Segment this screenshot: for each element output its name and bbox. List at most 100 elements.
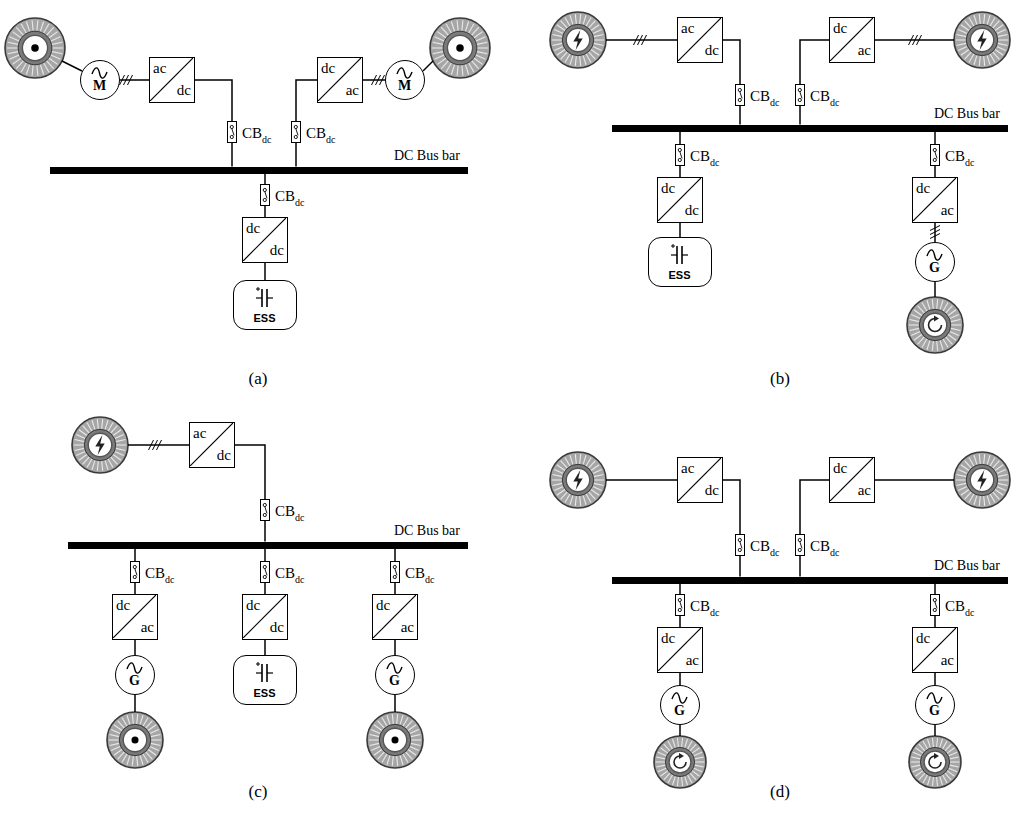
dc-wire — [934, 616, 936, 627]
dc-wire — [679, 673, 681, 685]
breaker-contacts — [261, 562, 269, 582]
breaker-contacts — [131, 562, 139, 582]
dc-wire — [231, 143, 233, 167]
converter-label: dc — [705, 43, 719, 58]
thruster-propeller — [954, 12, 1010, 68]
dc-wire — [235, 445, 265, 499]
converter-label: dc — [321, 61, 335, 76]
converter-label: ac — [193, 426, 206, 441]
dc-wire — [195, 80, 232, 121]
dc-bus-bar: DC Bus bar — [68, 542, 468, 549]
shaft-wire — [423, 61, 433, 71]
panel-label: (b) — [740, 370, 820, 387]
breaker-contacts — [676, 145, 684, 165]
electric-machine: G — [660, 685, 700, 725]
panel-label: (a) — [218, 370, 298, 387]
dc-wire — [264, 583, 266, 594]
breaker-label: CB — [275, 188, 295, 204]
shaft-wire — [679, 725, 681, 736]
dc-wire — [799, 106, 801, 125]
converter-label: dc — [246, 221, 260, 236]
circuit-breaker: CBdc — [260, 561, 270, 583]
converter-label: dc — [217, 448, 231, 463]
three-phase-mark — [909, 35, 922, 45]
circuit-breaker: CBdc — [675, 594, 685, 616]
circuit-breaker: CBdc — [795, 84, 805, 106]
breaker-label: CB — [750, 88, 770, 104]
machine-letter: M — [386, 79, 423, 93]
dc-wire — [934, 584, 936, 595]
dc-bus-bar: DC Bus bar — [612, 577, 1008, 584]
dc-wire — [679, 166, 681, 177]
circuit-breaker: CBdc — [130, 561, 140, 583]
breaker-label-group: CBdc — [242, 124, 271, 142]
breaker-label: CB — [945, 148, 965, 164]
breaker-label: CB — [306, 125, 326, 141]
ess-label: ESS — [234, 313, 295, 324]
breaker-label: CB — [690, 598, 710, 614]
machine-letter: G — [661, 704, 698, 718]
converter-box: dcac — [829, 17, 875, 63]
converter-box: dcac — [912, 177, 958, 223]
dc-wire — [394, 549, 396, 562]
breaker-contacts — [676, 595, 684, 615]
dc-wire — [134, 549, 136, 562]
breaker-label: CB — [810, 88, 830, 104]
dc-wire — [934, 132, 936, 145]
converter-label: ac — [686, 653, 699, 668]
breaker-subscript: dc — [770, 97, 779, 108]
electric-machine: G — [915, 242, 955, 282]
machine-letter: M — [81, 79, 118, 93]
bus-label: DC Bus bar — [394, 149, 460, 163]
shaft-wire — [934, 725, 936, 736]
shaft-wire — [62, 61, 82, 71]
thruster-propeller — [907, 297, 963, 353]
breaker-subscript: dc — [965, 607, 974, 618]
breaker-subscript: dc — [262, 134, 271, 145]
breaker-label: CB — [750, 538, 770, 554]
converter-box: acdc — [189, 422, 235, 468]
breaker-label-group: CBdc — [750, 87, 779, 105]
panel-label: (c) — [218, 783, 298, 800]
dc-wire — [800, 40, 829, 84]
panel-label: (d) — [740, 783, 820, 800]
dc-wire — [134, 583, 136, 594]
dc-wire — [800, 480, 829, 534]
shaft-wire — [606, 479, 677, 481]
dc-wire — [679, 584, 681, 595]
converter-box: dcac — [317, 57, 363, 103]
converter-box: dcac — [372, 594, 418, 640]
dc-wire — [264, 521, 266, 542]
breaker-contacts — [931, 145, 939, 165]
machine-letter: G — [116, 674, 153, 688]
dc-wire — [934, 166, 936, 177]
breaker-subscript: dc — [830, 97, 839, 108]
dc-wire — [934, 223, 936, 242]
dc-wire — [264, 206, 266, 217]
breaker-label-group: CBdc — [275, 502, 304, 520]
breaker-label: CB — [242, 125, 262, 141]
breaker-subscript: dc — [295, 512, 304, 523]
converter-label: dc — [916, 631, 930, 646]
breaker-contacts — [391, 562, 399, 582]
converter-label: dc — [270, 620, 284, 635]
dc-wire — [134, 640, 136, 655]
dc-wire — [264, 549, 266, 562]
dc-wire — [799, 556, 801, 577]
converter-label: dc — [685, 203, 699, 218]
converter-label: dc — [833, 461, 847, 476]
breaker-subscript: dc — [295, 574, 304, 585]
breaker-label-group: CBdc — [405, 564, 434, 582]
ess-label: ESS — [234, 688, 295, 699]
dc-wire — [120, 79, 149, 81]
breaker-label: CB — [945, 598, 965, 614]
converter-label: dc — [661, 181, 675, 196]
dc-wire — [264, 640, 266, 655]
thruster-propeller — [5, 18, 65, 78]
machine-letter: G — [376, 674, 413, 688]
thruster-propeller — [654, 736, 706, 788]
breaker-subscript: dc — [710, 157, 719, 168]
dc-wire — [679, 132, 681, 145]
dc-wire — [679, 223, 681, 237]
